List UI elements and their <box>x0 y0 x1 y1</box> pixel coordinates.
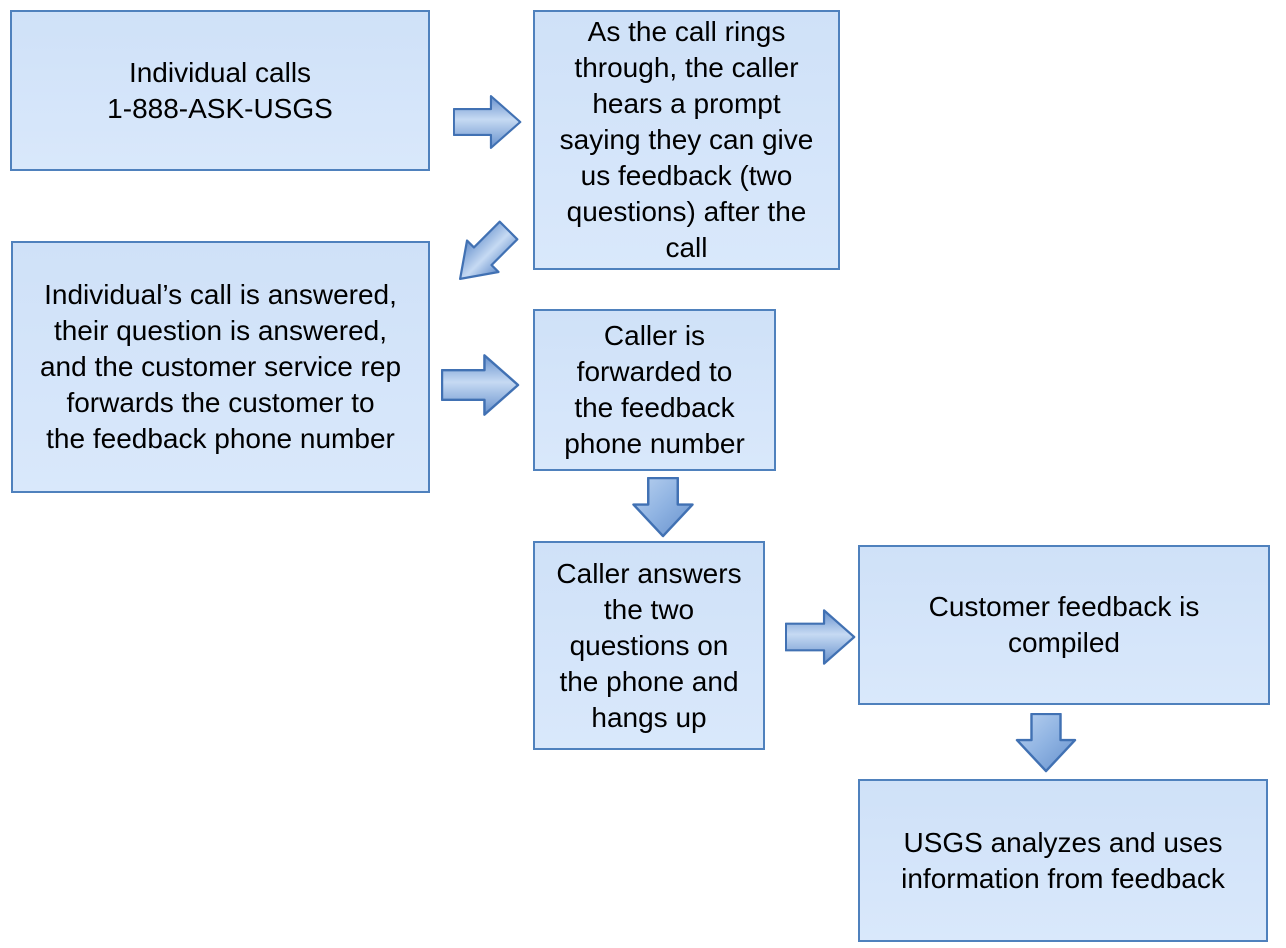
flow-step-call-answered: Individual’s call is answered, their que… <box>11 241 430 493</box>
flow-step-prompt-heard-label: As the call rings through, the caller he… <box>559 16 814 263</box>
arrow-down-icon <box>631 477 695 538</box>
arrow-down-icon <box>1012 713 1080 773</box>
flow-step-call-initiated-label: Individual calls 1-888-ASK-USGS <box>107 56 333 124</box>
flow-step-feedback-analyzed-label: USGS analyzes and uses information from … <box>901 826 1225 894</box>
arrow-right-icon <box>785 606 856 668</box>
flow-step-questions-answered: Caller answers the two questions on the … <box>533 541 765 750</box>
flow-step-caller-forwarded: Caller is forwarded to the feedback phon… <box>533 309 776 471</box>
arrow-down-left-icon <box>448 220 520 280</box>
arrow-right-icon <box>453 90 522 154</box>
flow-step-questions-answered-label: Caller answers the two questions on the … <box>556 557 742 733</box>
arrow-right-icon <box>441 353 520 417</box>
flow-step-feedback-compiled-label: Customer feedback is compiled <box>928 591 1200 658</box>
flow-step-call-answered-label: Individual’s call is answered, their que… <box>39 279 402 454</box>
flow-step-call-initiated: Individual calls 1-888-ASK-USGS <box>10 10 430 171</box>
flow-step-feedback-analyzed: USGS analyzes and uses information from … <box>858 779 1268 942</box>
flow-step-feedback-compiled: Customer feedback is compiled <box>858 545 1270 705</box>
flow-step-caller-forwarded-label: Caller is forwarded to the feedback phon… <box>564 320 745 459</box>
flow-step-prompt-heard: As the call rings through, the caller he… <box>533 10 840 270</box>
